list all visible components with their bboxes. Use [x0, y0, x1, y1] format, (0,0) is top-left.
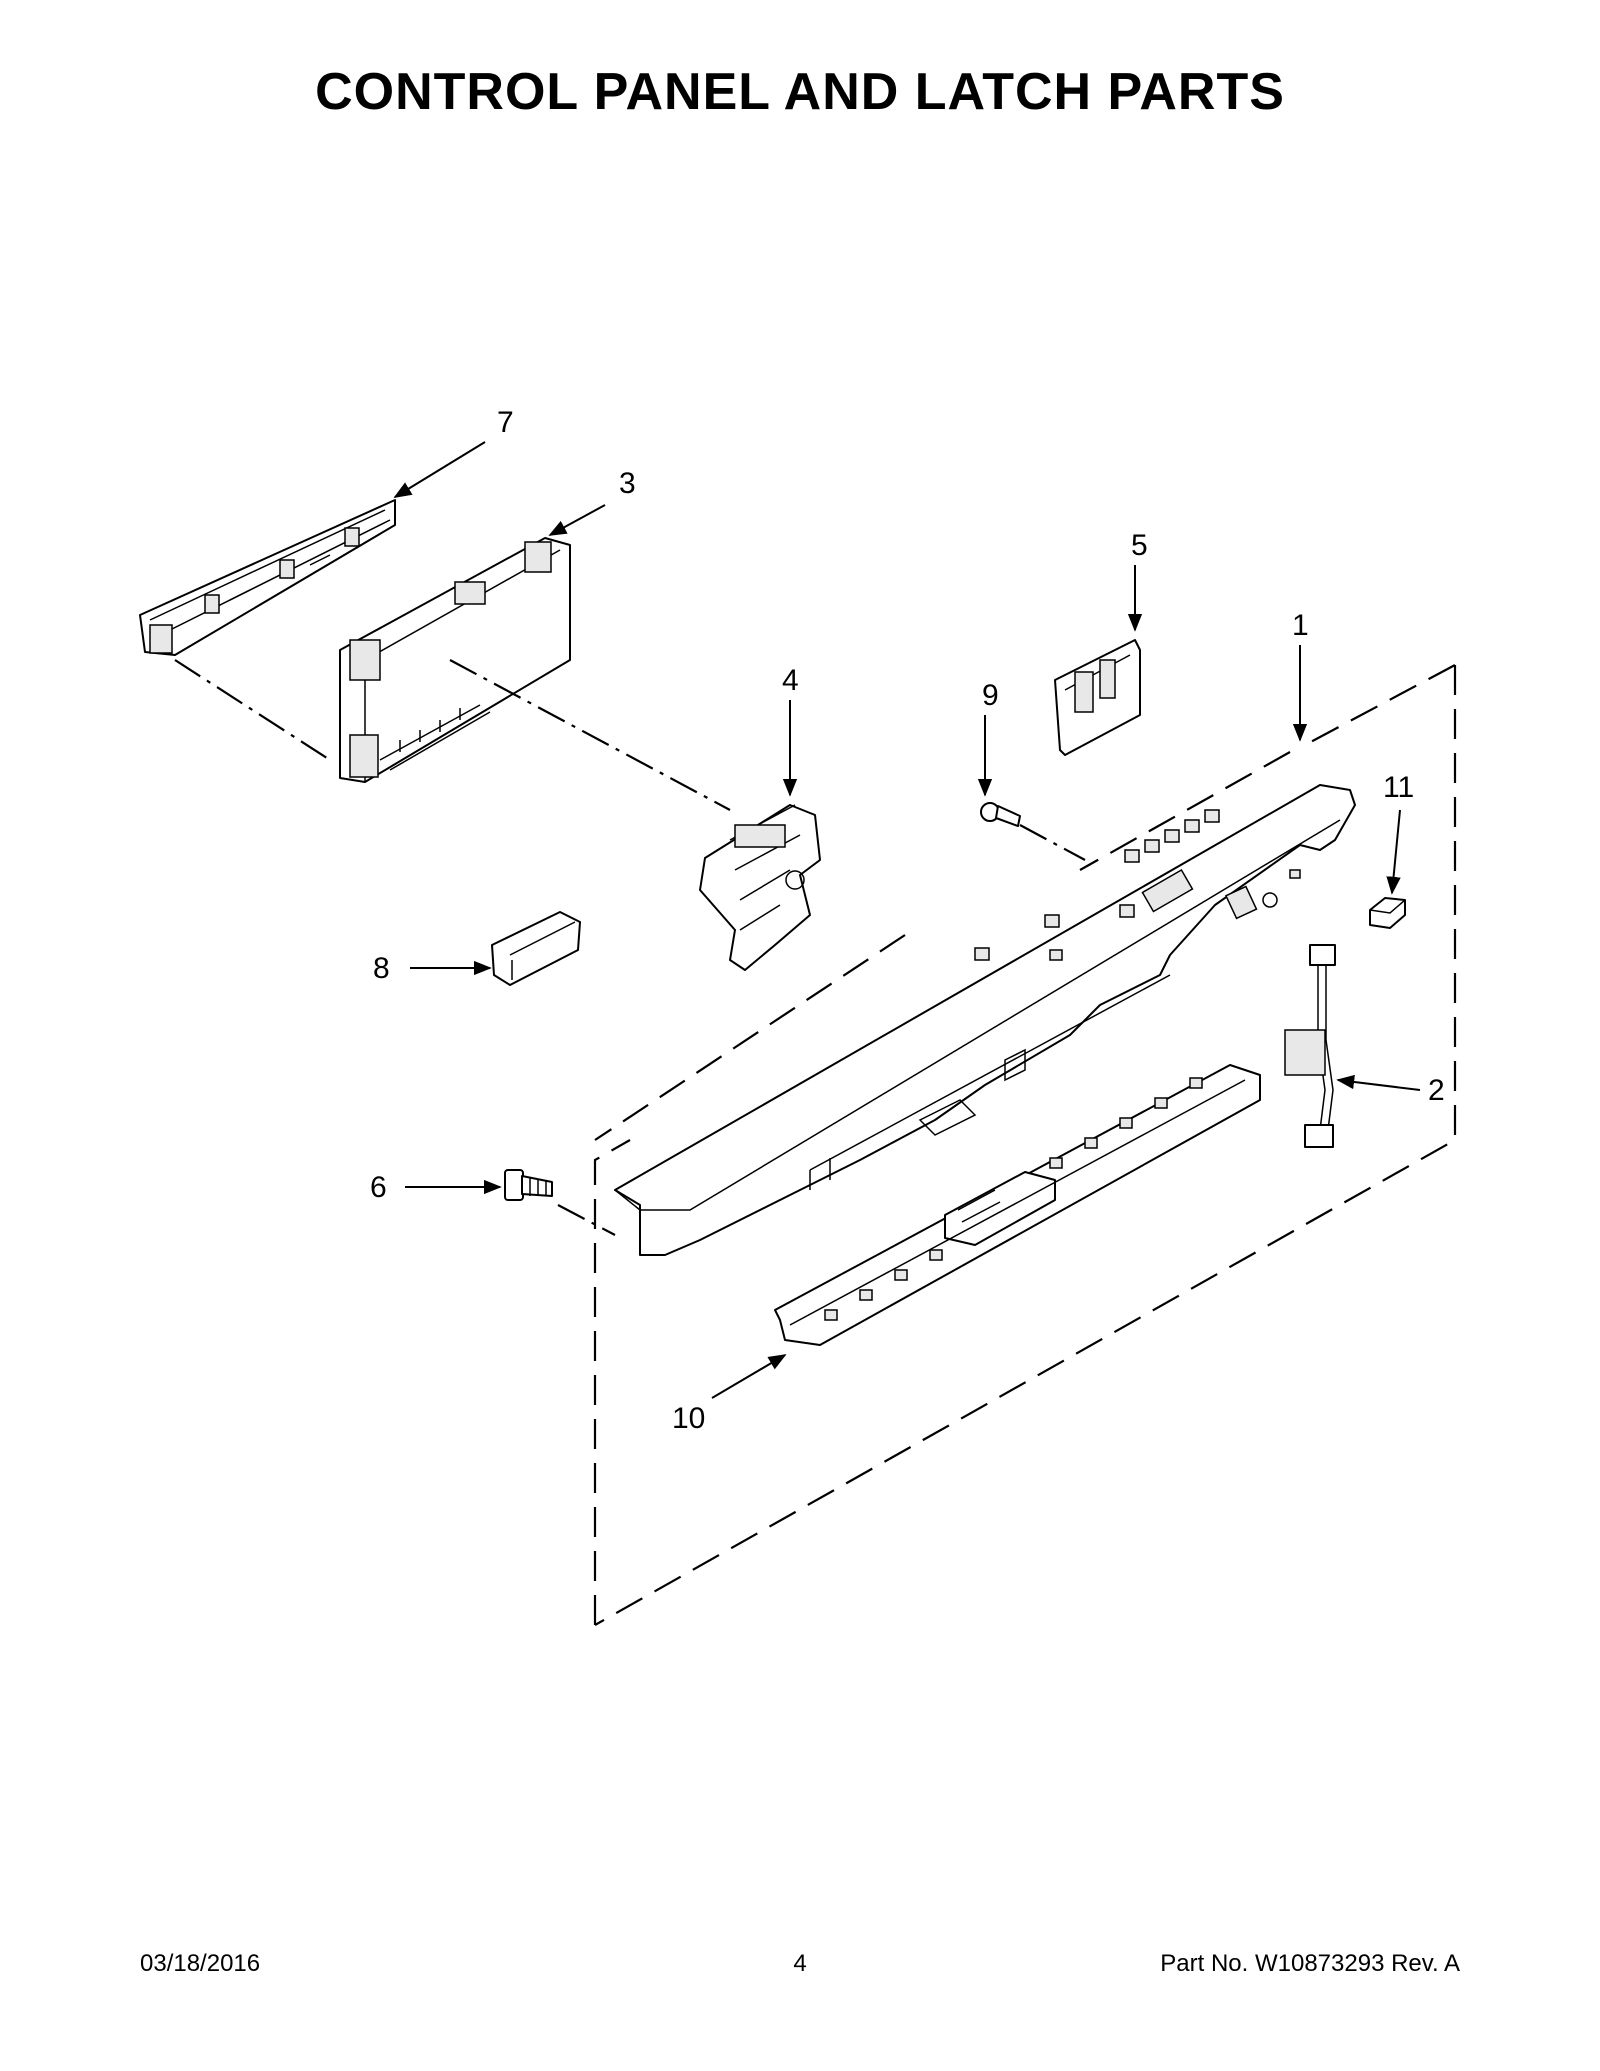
part-5-latch-bracket — [1054, 639, 1141, 756]
leader-lines — [393, 441, 1421, 1399]
part-11-button — [1369, 897, 1406, 929]
part-7-bracket-rail — [139, 499, 396, 656]
footer-part-number: Part No. W10873293 Rev. A — [1160, 1950, 1460, 1977]
part-6-screw — [504, 1169, 553, 1201]
assembly-boundary — [593, 664, 1457, 1626]
callout-7: 7 — [497, 406, 514, 439]
part-4-latch-assembly — [699, 804, 821, 971]
callout-8: 8 — [373, 952, 390, 985]
callout-3: 3 — [619, 467, 636, 500]
page-title: CONTROL PANEL AND LATCH PARTS — [315, 63, 1285, 121]
callout-1: 1 — [1292, 609, 1309, 642]
part-9-screw — [980, 802, 1021, 827]
footer-date: 03/18/2016 — [140, 1950, 261, 1977]
callout-2: 2 — [1428, 1074, 1445, 1107]
callout-10: 10 — [672, 1402, 705, 1435]
footer-page-number: 4 — [793, 1950, 807, 1977]
callout-labels: 7 3 5 1 9 4 11 8 2 6 10 — [370, 406, 1445, 1435]
callout-6: 6 — [370, 1171, 387, 1204]
part-10-ui-board — [774, 1064, 1261, 1346]
part-8-clip — [491, 911, 581, 986]
part-3-control-board — [339, 537, 571, 783]
alignment-lines — [174, 659, 1086, 1236]
callout-4: 4 — [782, 664, 799, 697]
callout-11: 11 — [1383, 771, 1414, 804]
part-2-wire-harness — [1284, 944, 1336, 1148]
callout-5: 5 — [1131, 529, 1148, 562]
callout-9: 9 — [982, 679, 999, 712]
part-1-control-panel — [614, 784, 1356, 1256]
